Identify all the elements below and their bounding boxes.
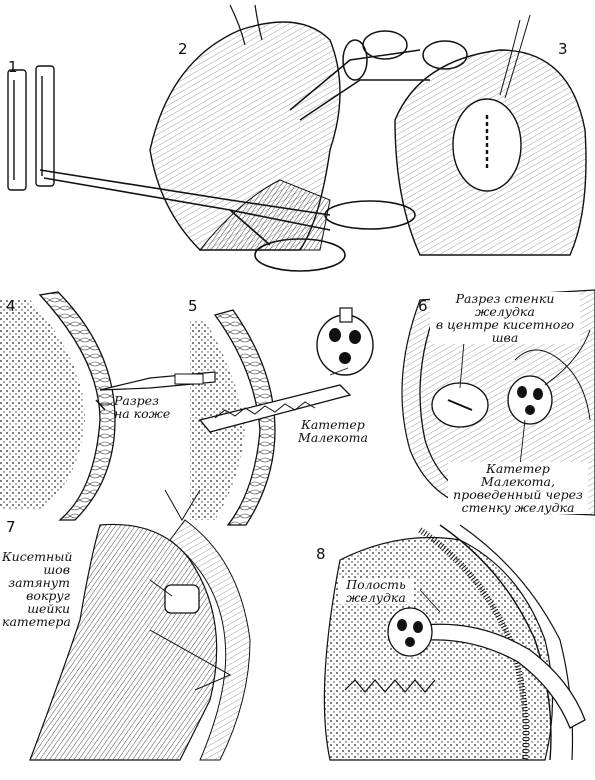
caption-stomach-wall-incision: Разрез стенки желудка в центре кисетного… [430, 292, 580, 344]
panel-3-drawing [394, 14, 587, 256]
caption-line: Разрез стенки желудка [455, 291, 555, 319]
panel-4-drawing [0, 291, 116, 521]
caption-stomach-cavity: Полость желудка [338, 578, 414, 604]
caption-line: катетера [2, 614, 71, 629]
panel-number-4: 4 [6, 297, 16, 315]
caption-line: шов [43, 562, 70, 577]
panel-number-7: 7 [6, 518, 16, 536]
panel-number-2: 2 [178, 40, 188, 58]
panel-number-8: 8 [316, 545, 326, 563]
panel-number-6: 6 [418, 297, 428, 315]
caption-line: Катетер [301, 417, 365, 432]
caption-line: стенку желудка [461, 500, 575, 515]
caption-malecot-catheter: Катетер Малекота [288, 418, 378, 444]
caption-catheter-through-wall: Катетер Малекота, проведенный через стен… [448, 462, 588, 514]
caption-line: проведенный через [453, 487, 583, 502]
caption-line: желудка [346, 590, 406, 605]
caption-line: шейки [27, 601, 70, 616]
caption-line: шва [491, 330, 519, 345]
panel-6-drawing [401, 289, 595, 516]
panel-number-5: 5 [188, 297, 198, 315]
caption-line: в центре кисетного [435, 317, 575, 332]
caption-line: Разрез [114, 393, 159, 408]
panel-5-drawing [99, 307, 374, 526]
caption-line: Полость [346, 577, 406, 592]
caption-line: вокруг [26, 588, 70, 603]
caption-line: Малекота [298, 430, 368, 445]
panel-number-3: 3 [558, 40, 568, 58]
caption-line: на коже [114, 406, 171, 421]
caption-line: Катетер Малекота, [481, 461, 555, 489]
caption-purse-string: Кисетный шов затянут вокруг шейки катете… [2, 549, 73, 629]
caption-line: Кисетный [2, 549, 73, 564]
panel-number-1: 1 [8, 58, 18, 76]
panel-8-drawing [323, 524, 586, 761]
caption-line: затянут [8, 575, 70, 590]
caption-skin-incision: Разрез на коже [114, 394, 170, 420]
leader-lines [100, 329, 526, 613]
panel-7-drawing [29, 489, 251, 761]
